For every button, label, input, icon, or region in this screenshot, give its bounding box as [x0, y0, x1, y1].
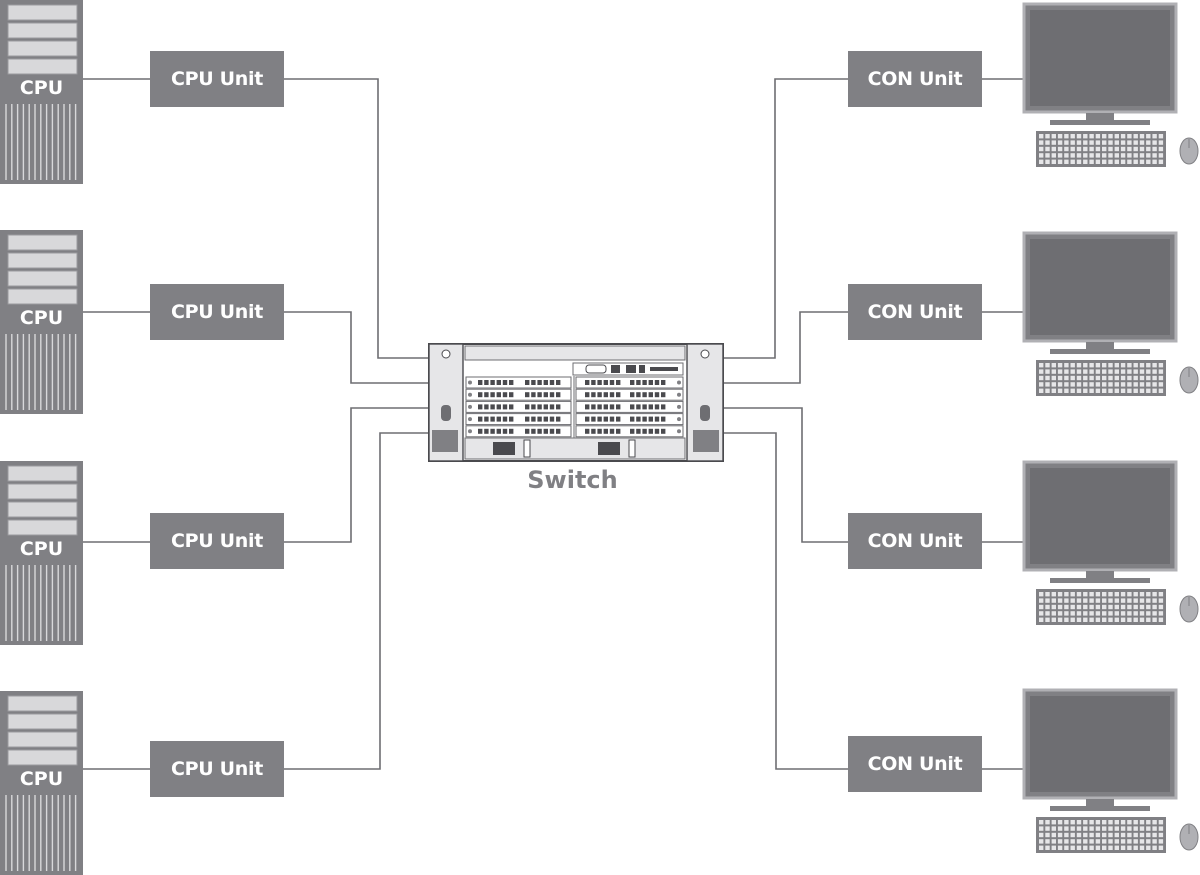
cpu-unit-box: CPU Unit [150, 513, 284, 569]
cpu-unit-link-4 [284, 432, 430, 770]
con-unit-link-1 [722, 78, 848, 359]
con-unit-box: CON Unit [848, 736, 982, 792]
cpu-unit-link-1 [284, 78, 430, 359]
cpu-label: CPU [19, 768, 64, 790]
con-unit-label: CON Unit [867, 753, 963, 775]
con-unit-label: CON Unit [867, 301, 963, 323]
con-unit-link-3 [722, 407, 848, 543]
con-unit-box: CON Unit [848, 284, 982, 340]
workstation [1020, 2, 1200, 174]
cpu-unit-label: CPU Unit [170, 758, 264, 780]
cpu-unit-box: CPU Unit [150, 51, 284, 107]
cpu-unit-link-2 [284, 311, 430, 384]
port-grid [465, 376, 684, 438]
con-unit-label: CON Unit [867, 68, 963, 90]
switch-chassis [428, 343, 724, 462]
con-unit-link-2 [722, 311, 848, 384]
workstation [1020, 231, 1200, 403]
cpu-tower: CPU [0, 0, 83, 184]
cpu-label: CPU [19, 307, 64, 329]
cpu-unit-box: CPU Unit [150, 741, 284, 797]
con-unit-box: CON Unit [848, 51, 982, 107]
cpu-label: CPU [19, 538, 64, 560]
con-unit-label: CON Unit [867, 530, 963, 552]
cpu-tower: CPU [0, 461, 83, 645]
cpu-unit-label: CPU Unit [170, 301, 264, 323]
cpu-unit-label: CPU Unit [170, 530, 264, 552]
con-unit-link-4 [722, 432, 848, 770]
switch-label: Switch [527, 466, 618, 494]
cpu-tower: CPU [0, 691, 83, 875]
cpu-label: CPU [19, 77, 64, 99]
cpu-unit-link-3 [284, 407, 430, 543]
con-unit-box: CON Unit [848, 513, 982, 569]
cpu-tower: CPU [0, 230, 83, 414]
cpu-unit-label: CPU Unit [170, 68, 264, 90]
workstation [1020, 460, 1200, 632]
workstation [1020, 688, 1200, 860]
cpu-unit-box: CPU Unit [150, 284, 284, 340]
